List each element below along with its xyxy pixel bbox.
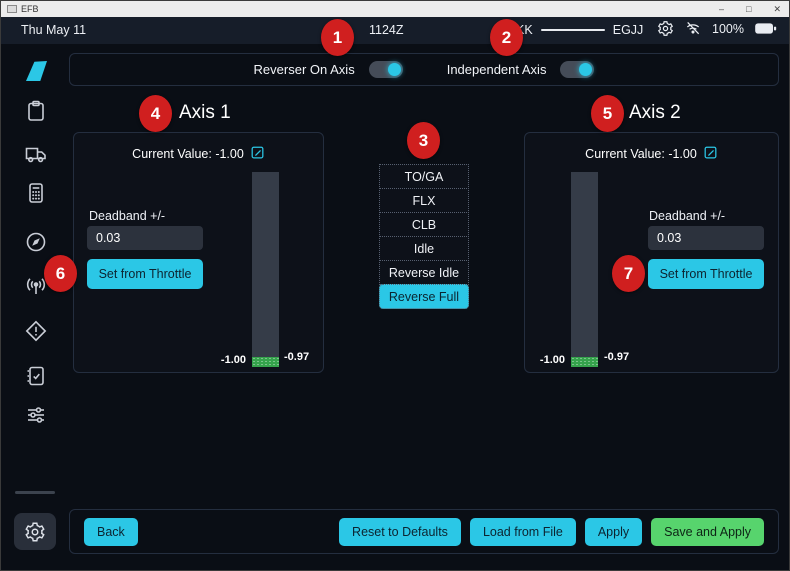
route-line — [540, 29, 605, 31]
arrival-airport: EGJJ — [612, 23, 644, 37]
axis-options-bar: Reverser On Axis Independent Axis — [69, 53, 779, 86]
footer-bar: Back Reset to Defaults Load from File Ap… — [69, 509, 779, 554]
axis1-bar-max: -0.97 — [284, 351, 310, 363]
checklist-icon[interactable] — [24, 364, 48, 388]
maximize-button[interactable]: □ — [746, 4, 752, 14]
compass-icon[interactable] — [24, 230, 48, 254]
axis2-current-value: Current Value: -1.00 — [585, 147, 697, 161]
airline-tailfin-logo — [26, 61, 47, 81]
wifi-off-icon[interactable] — [684, 20, 702, 37]
axis2-deadband-input[interactable] — [648, 226, 764, 250]
annotation-badge-2: 2 — [490, 19, 523, 56]
axis2-panel: Current Value: -1.00 -1.00 -0.97 Deadban… — [524, 132, 779, 373]
back-button[interactable]: Back — [84, 518, 138, 546]
apply-button[interactable]: Apply — [584, 518, 643, 546]
load-from-file-button[interactable]: Load from File — [469, 518, 576, 546]
status-bar: Thu May 11 1124Z EGKK EGJJ 100% — [1, 17, 789, 44]
edit-icon[interactable] — [703, 145, 718, 163]
independent-axis-label: Independent Axis — [446, 62, 547, 77]
battery-icon — [754, 21, 777, 36]
truck-icon[interactable] — [24, 142, 48, 166]
window-titlebar: EFB – □ ✕ — [1, 1, 789, 17]
detent-flx[interactable]: FLX — [379, 188, 469, 213]
calculator-icon[interactable] — [24, 181, 48, 205]
reverser-on-axis-label: Reverser On Axis — [253, 62, 355, 77]
axis1-deadband-input[interactable] — [87, 226, 203, 250]
detent-idle[interactable]: Idle — [379, 236, 469, 261]
annotation-badge-6: 6 — [44, 255, 77, 292]
axis1-panel: Current Value: -1.00 Deadband +/- Set fr… — [73, 132, 324, 373]
edit-icon[interactable] — [250, 145, 265, 163]
clipboard-icon[interactable] — [24, 99, 48, 123]
close-button[interactable]: ✕ — [773, 3, 781, 14]
axis2-title: Axis 2 — [629, 102, 681, 123]
detent-list: TO/GA FLX CLB Idle Reverse Idle Reverse … — [379, 164, 469, 309]
status-time: 1124Z — [369, 23, 404, 37]
axis1-set-from-throttle-button[interactable]: Set from Throttle — [87, 259, 203, 289]
detent-clb[interactable]: CLB — [379, 212, 469, 237]
axis2-bar-min: -1.00 — [539, 354, 565, 366]
axis2-value-bar — [571, 172, 598, 367]
window-title: EFB — [21, 4, 39, 14]
status-date: Thu May 11 — [21, 23, 87, 37]
annotation-badge-1: 1 — [321, 19, 354, 56]
axis1-value-bar — [252, 172, 279, 367]
detent-reverse-idle[interactable]: Reverse Idle — [379, 260, 469, 285]
annotation-badge-3: 3 — [407, 122, 440, 159]
axis1-bar-fill — [252, 357, 279, 367]
battery-percent: 100% — [712, 21, 744, 36]
save-and-apply-button[interactable]: Save and Apply — [651, 518, 764, 546]
axis2-deadband-label: Deadband +/- — [649, 209, 726, 223]
reset-to-defaults-button[interactable]: Reset to Defaults — [339, 518, 461, 546]
annotation-badge-4: 4 — [139, 95, 172, 132]
annotation-badge-7: 7 — [612, 255, 645, 292]
detent-toga[interactable]: TO/GA — [379, 164, 469, 189]
axis1-current-value: Current Value: -1.00 — [132, 147, 244, 161]
sidebar-divider — [15, 491, 55, 494]
sidebar-item-settings-gear[interactable] — [14, 513, 56, 550]
axis2-bar-fill — [571, 357, 598, 367]
toggle-knob — [387, 63, 401, 76]
axis2-bar-max: -0.97 — [604, 351, 630, 363]
axis2-set-from-throttle-button[interactable]: Set from Throttle — [648, 259, 764, 289]
minimize-button[interactable]: – — [719, 4, 725, 14]
alert-diamond-icon[interactable] — [24, 319, 48, 343]
app-icon — [7, 5, 17, 13]
annotation-badge-5: 5 — [591, 95, 624, 132]
axis1-bar-min: -1.00 — [220, 354, 246, 366]
detent-reverse-full[interactable]: Reverse Full — [379, 284, 469, 309]
toggle-knob — [579, 63, 593, 76]
axis1-deadband-label: Deadband +/- — [89, 209, 166, 223]
reverser-on-axis-toggle[interactable] — [368, 61, 403, 78]
sliders-icon[interactable] — [24, 403, 48, 427]
independent-axis-toggle[interactable] — [560, 61, 595, 78]
axis1-title: Axis 1 — [179, 102, 231, 123]
transmitter-icon[interactable] — [24, 274, 48, 298]
settings-gear-icon[interactable] — [657, 20, 674, 37]
